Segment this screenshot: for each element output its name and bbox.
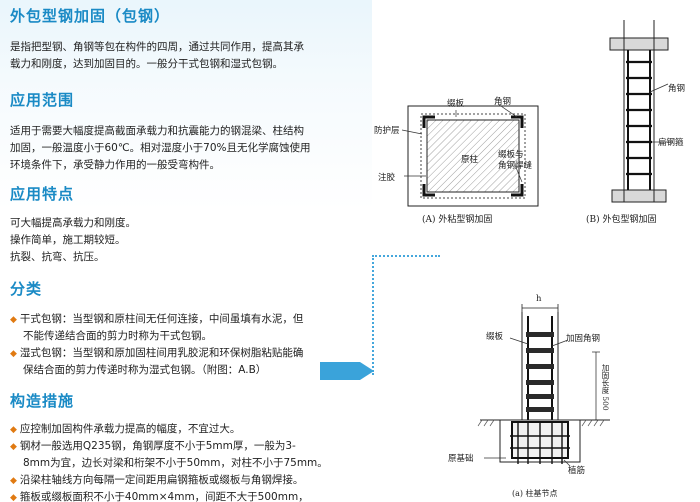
figure-c-drawing — [477, 304, 610, 467]
fig-a-label-weld-2: 角钢焊缝 — [498, 161, 533, 171]
fig-a-caption: (A) 外粘型钢加固 — [422, 215, 493, 225]
fig-c-caption: (a) 柱基节点 — [512, 489, 558, 498]
guide-line-vertical — [372, 255, 374, 375]
features-line-1: 可大幅提高承载力和刚度。 — [10, 217, 136, 229]
guide-arrow-tab — [320, 362, 374, 380]
scope-line-3: 环境条件下，承受静力作用的一般受弯构件。 — [10, 159, 220, 171]
intro-line-2: 载力和刚度，达到加固目的。一般分干式包钢和湿式包钢。 — [10, 58, 283, 70]
class-item-2-line-1: ◆湿式包钢：当型钢和原加固柱间用乳胶泥和环保树脂粘贴能确 — [10, 347, 304, 359]
fig-a-label-angle: 角钢 — [494, 97, 512, 107]
features-line-3: 抗裂、抗弯、抗压。 — [10, 251, 105, 263]
measures-item-2-line-1: ◆钢材一般选用Q235钢，角钢厚度不小于5mm厚，一般为3- — [10, 440, 296, 452]
fig-a-label-plate: 缀板 — [447, 99, 465, 109]
class-item-1-line-2: 不能传递结合面的剪力时称为干式包钢。 — [23, 330, 212, 342]
features-title: 应用特点 — [10, 185, 75, 203]
figure-a-drawing — [401, 20, 672, 207]
text-column: 外包型钢加固（包钢） 是指把型钢、角钢等包在构件的四周，通过共同作用，提高其承 … — [10, 7, 328, 502]
bullet-diamond-icon: ◆ — [10, 349, 17, 359]
features-line-2: 操作简单，施工期较短。 — [10, 234, 126, 246]
intro-line-1: 是指把型钢、角钢等包在构件的四周，通过共同作用，提高其承 — [10, 41, 304, 53]
bullet-diamond-icon: ◆ — [10, 315, 17, 325]
fig-b-caption: (B) 外包型钢加固 — [586, 215, 657, 225]
main-title: 外包型钢加固（包钢） — [10, 7, 171, 25]
fig-b-label-angle: 角钢 — [668, 84, 686, 94]
guide-line-horizontal — [372, 255, 440, 257]
fig-c-dim-h: h — [536, 294, 542, 304]
fig-c-label-plate: 缀板 — [486, 332, 504, 342]
bullet-diamond-icon: ◆ — [10, 493, 17, 502]
figure-ab-panel: 缀板 角钢 防护层 原柱 缀板与 角钢焊缝 注胶 (A) 外粘型钢加固 角钢 扁… — [372, 0, 700, 232]
measures-title: 构造措施 — [10, 392, 75, 410]
bullet-diamond-icon: ◆ — [10, 476, 17, 486]
measures-item-3: ◆沿梁柱轴线方向每隔一定间距用扁钢箍板或缀板与角钢焊接。 — [10, 474, 304, 486]
scope-title: 应用范围 — [10, 91, 75, 109]
fig-a-label-protective-layer: 防护层 — [374, 126, 400, 136]
class-item-2-line-2: 保结合面的剪力传递时称为湿式包钢。（附图：A.B） — [23, 364, 267, 376]
bullet-diamond-icon: ◆ — [10, 442, 17, 452]
scope-line-2: 加固，一般温度小于60℃。相对湿度小于70%且无化学腐蚀使用 — [10, 142, 311, 154]
bullet-diamond-icon: ◆ — [10, 425, 17, 435]
measures-item-2-line-2: 8mm为宜，边长对梁和桁架不小于50mm，对柱不小于75mm。 — [23, 457, 328, 469]
class-item-1-line-1: ◆干式包钢：当型钢和原柱间无任何连接，中间虽填有水泥，但 — [10, 313, 304, 325]
figure-c-panel: h 缀板 加固角钢 加固长度 500 原基础 植筋 (a) 柱基节点 — [440, 282, 700, 502]
fig-a-label-grout: 注胶 — [378, 173, 396, 183]
class-title: 分类 — [10, 280, 43, 298]
fig-c-label-length: 加固长度 500 — [601, 364, 610, 411]
fig-a-label-weld-1: 缀板与 — [498, 150, 524, 160]
fig-c-label-base: 原基础 — [448, 454, 474, 464]
fig-b-label-hoop: 扁钢箍 — [658, 138, 684, 148]
measures-item-1: ◆应控制加固构件承载力提高的幅度，不宜过大。 — [10, 423, 241, 435]
fig-c-label-angle: 加固角钢 — [566, 334, 601, 344]
fig-c-label-rebar: 植筋 — [568, 466, 586, 476]
scope-line-1: 适用于需要大幅度提高截面承载力和抗震能力的钢混梁、柱结构 — [10, 125, 304, 137]
measures-item-4: ◆箍板或缀板面积不小于40mm×4mm，间距不大于500mm， — [10, 491, 309, 502]
fig-a-label-column: 原柱 — [461, 155, 479, 165]
